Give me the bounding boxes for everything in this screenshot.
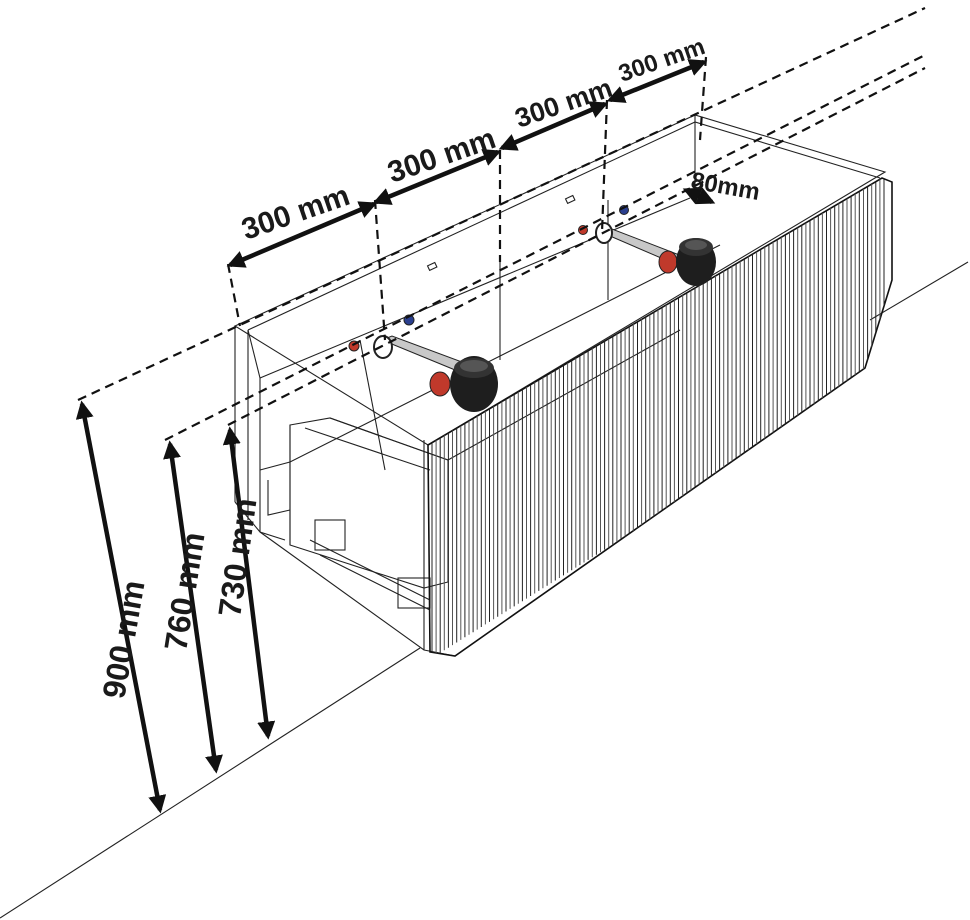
runner-bracket-left bbox=[314, 519, 346, 551]
wall-bracket-right bbox=[564, 194, 576, 205]
left-siphon bbox=[373, 335, 498, 412]
height-label-900: 900 mm bbox=[95, 578, 151, 702]
right-siphon bbox=[595, 222, 716, 286]
width-label-3: 300 mm bbox=[511, 73, 616, 134]
offset-label: 80mm bbox=[689, 167, 762, 206]
width-dimensions: 300 mm 300 mm 300 mm 300 mm 80mm bbox=[226, 33, 762, 268]
height-dimensions: 900 mm 760 mm 730 mm bbox=[75, 400, 276, 814]
fluted-front-panel bbox=[427, 177, 893, 657]
water-valves bbox=[348, 194, 629, 352]
width-label-2: 300 mm bbox=[384, 122, 500, 190]
wall-outlet-left bbox=[373, 335, 393, 359]
height-label-760: 760 mm bbox=[157, 530, 211, 653]
floor-lines bbox=[0, 261, 969, 919]
wall-bracket-left bbox=[426, 261, 438, 272]
runner-bracket-right bbox=[397, 577, 431, 609]
height-label-730: 730 mm bbox=[211, 496, 263, 619]
